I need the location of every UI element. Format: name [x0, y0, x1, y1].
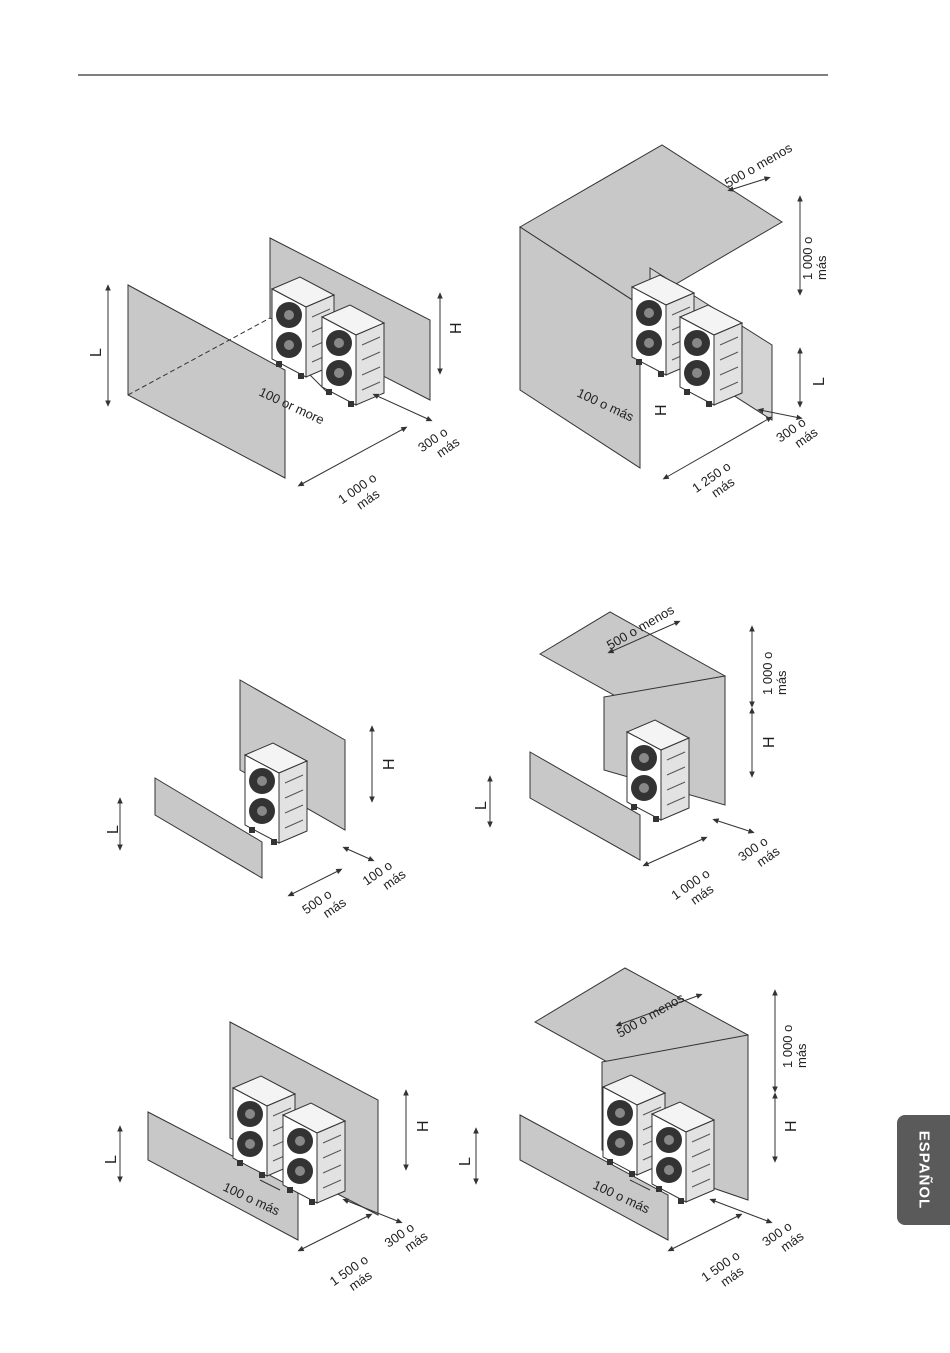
label-l: L	[103, 1155, 120, 1164]
front-clearance: 1 000 o más	[335, 468, 391, 520]
above-clearance: 1 000 o más	[780, 1021, 809, 1068]
side-clearance: 300 o más	[735, 831, 783, 877]
label-h: H	[381, 758, 398, 770]
side-clearance: 300 o más	[759, 1216, 807, 1262]
label-l: L	[811, 377, 828, 386]
diagram-two-units-roof-overhang-2: 500 o menos 1 000 o más H L 100 o más 30…	[457, 968, 809, 1297]
front-clearance: 500 o más	[299, 882, 349, 930]
outdoor-unit-right	[680, 305, 742, 407]
label-l: L	[105, 825, 122, 834]
label-h: H	[783, 1120, 800, 1132]
label-h: H	[653, 404, 670, 416]
side-clearance: 300 o más	[773, 412, 821, 458]
language-tab: ESPAÑOL	[897, 1115, 950, 1225]
front-clearance: 1 000 o más	[668, 864, 724, 916]
label-l: L	[457, 1157, 474, 1166]
above-clearance: 1 000 o más	[800, 233, 829, 280]
diagram-single-unit-roof-overhang: 500 o menos 1 000 o más H L 300 o más 1 …	[473, 602, 789, 915]
outdoor-unit-right	[652, 1102, 714, 1204]
side-clearance: 300 o más	[382, 1216, 431, 1263]
diagram-two-units-wall-front-obstacle-2: L H 100 o más 300 o más 1 500 o más	[103, 1022, 432, 1301]
outdoor-unit-right	[322, 305, 384, 407]
label-h: H	[448, 322, 465, 334]
label-h: H	[415, 1120, 432, 1132]
outdoor-unit	[627, 720, 689, 822]
side-obstacle	[128, 285, 285, 478]
language-tab-label: ESPAÑOL	[915, 1131, 932, 1209]
label-h: H	[761, 736, 778, 748]
label-l: L	[473, 801, 490, 810]
above-clearance: 1 000 o más	[760, 648, 789, 695]
top-limit: 500 o menos	[722, 140, 795, 191]
diagram-single-unit-wall-front-obstacle: L H 100 o más 500 o más	[105, 680, 409, 929]
side-clearance: 100 o más	[360, 854, 409, 901]
diagram-two-units-roof-overhang: 500 o menos 1 000 o más L H 100 o más 30…	[520, 140, 829, 508]
outdoor-unit-right	[283, 1103, 345, 1205]
outdoor-unit	[245, 743, 307, 845]
front-clearance: 1 250 o más	[689, 456, 745, 508]
front-clearance: 1 500 o más	[327, 1250, 383, 1302]
front-clearance: 1 500 o más	[698, 1246, 754, 1298]
diagram-two-units-wall-front-obstacle: L H 100 or more 300 o más 1 000 o más	[88, 238, 465, 519]
label-l: L	[88, 348, 105, 357]
side-clearance: 300 o más	[415, 422, 463, 468]
